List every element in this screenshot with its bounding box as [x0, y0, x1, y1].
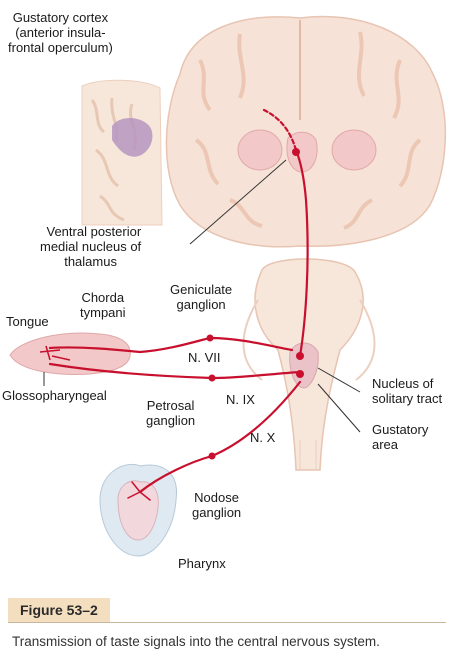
- geniculate-ganglion-label: Geniculate ganglion: [170, 282, 233, 312]
- nucleus-solitary-tract-label: Nucleus of solitary tract: [372, 376, 443, 406]
- tongue-illustration: [9, 332, 131, 375]
- nerve-ix-label: N. IX: [226, 392, 255, 407]
- pharynx-illustration: [99, 463, 177, 557]
- brainstem: [242, 258, 376, 471]
- nodose-ganglion-label: Nodose ganglion: [192, 490, 242, 520]
- cortex-inset: [81, 79, 163, 226]
- brain-coronal-section: [165, 15, 446, 248]
- figure-caption: Transmission of taste signals into the c…: [12, 634, 380, 649]
- tongue-label: Tongue: [6, 314, 49, 329]
- figure-header-bar: Figure 53–2: [8, 598, 446, 623]
- ganglion-markers: [206, 148, 304, 460]
- gustatory-area-label: Gustatory area: [372, 422, 429, 452]
- taste-pathway-diagram: [9, 15, 446, 557]
- glossopharyngeal-label: Glossopharyngeal: [2, 388, 107, 403]
- nerve-vii-label: N. VII: [188, 350, 221, 365]
- vpm-thalamus-label: Ventral posterior medial nucleus of thal…: [40, 224, 142, 269]
- leader-lines: [43, 159, 361, 433]
- pharynx-label: Pharynx: [178, 556, 226, 571]
- gustatory-cortex-label: Gustatory cortex (anterior insula- front…: [8, 10, 113, 55]
- figure-number: Figure 53–2: [8, 598, 110, 622]
- petrosal-ganglion-label: Petrosal ganglion: [146, 398, 196, 428]
- solitary-to-thalamus-path: [294, 148, 309, 358]
- thalamus-to-cortex-path: [262, 108, 298, 152]
- chorda-tympani-label: Chorda tympani: [80, 290, 126, 320]
- glossopharyngeal-path: [48, 362, 302, 380]
- nerve-x-label: N. X: [250, 430, 276, 445]
- chorda-tympani-path: [48, 336, 294, 354]
- insula-highlight: [112, 118, 153, 157]
